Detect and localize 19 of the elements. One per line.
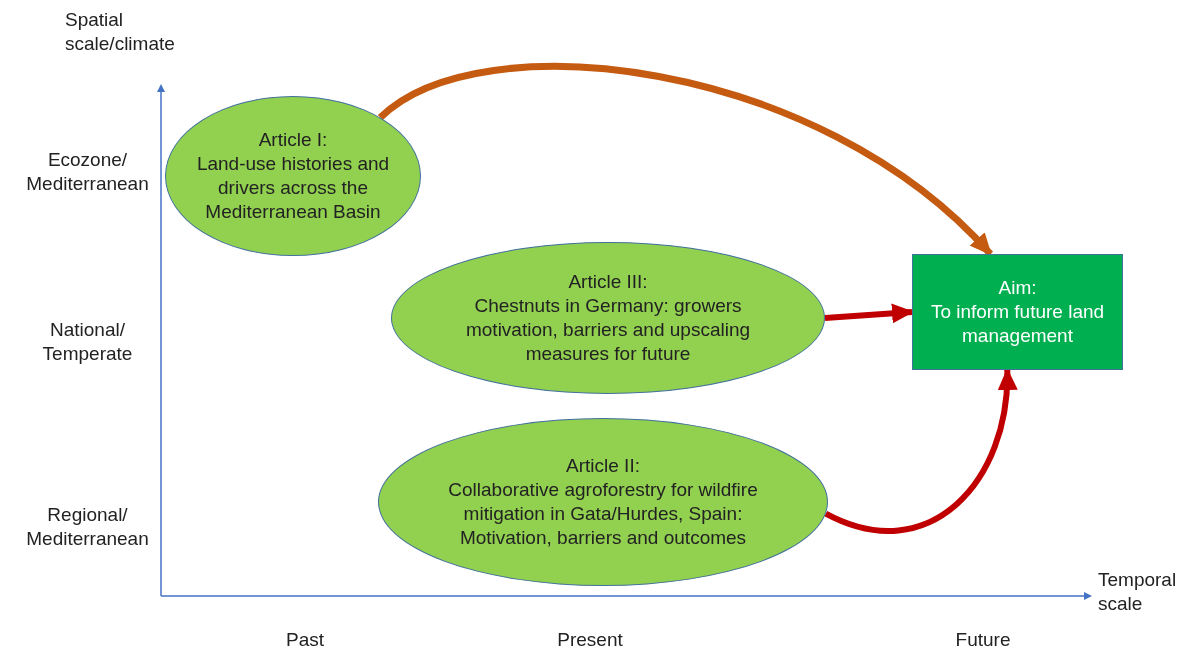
axis-title: Temporal scale [1098,569,1177,614]
axis-label: Regional/ Mediterranean [26,504,149,549]
node-text: Land-use histories and drivers across the Mediterranean Basin [195,152,391,224]
node-text: To inform future land management [929,300,1106,348]
node-heading: Article III: [568,270,648,294]
arrow [824,368,1017,534]
node-text: Collaborative agroforestry for wildfire mitigation in Gata/Hurdes, Spain: Motivation, barriers and outcomes [447,478,759,550]
axis-label: Past [286,629,324,650]
axis-label: Future [955,629,1011,650]
node-heading: Article I: [258,128,328,152]
arrow [824,303,914,324]
axis-label: Ecozone/ Mediterranean [26,149,149,194]
axis-label: Present [557,629,623,650]
node-heading: Aim: [998,276,1037,300]
node-heading: Article II: [566,454,640,478]
aim-box [912,254,1123,370]
axis-title: Spatial scale/climate [65,9,175,54]
axis-label: National/ Temperate [42,319,133,364]
node-text: Chestnuts in Germany: growers motivation, barriers and upscaling measures for future [464,294,752,366]
